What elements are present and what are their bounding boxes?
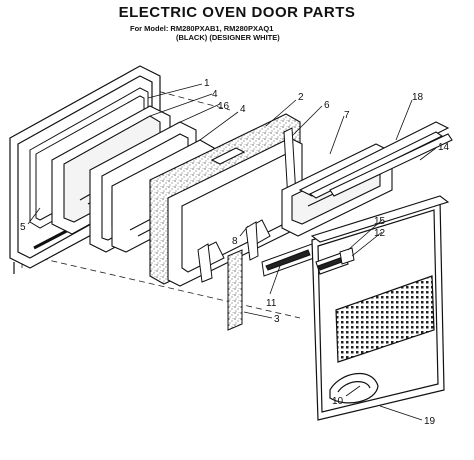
handle-trim-piece [261,243,315,277]
top-bracket [310,195,450,275]
top-trim [298,121,450,199]
diagram-title: ELECTRIC OVEN DOOR PARTS [118,4,356,21]
callout-numbers: 1 4 16 4 2 6 7 18 14 5 8 15 12 11 3 10 1… [20,78,450,427]
leader-lines [27,83,437,421]
callout-11: 11 [266,298,277,309]
callout-6: 6 [324,100,330,111]
callout-1: 1 [204,78,210,89]
callout-4-upper: 4 [212,89,218,100]
callout-18: 18 [412,92,424,103]
callout-3: 3 [274,314,280,325]
door-side-strip [227,249,243,331]
trim-strip [329,133,453,197]
callout-19: 19 [424,416,436,427]
model-caption: For Model: RM280PXAB1, RM280PXAQ1 (BLACK… [130,24,280,42]
hinge-brackets [197,219,271,283]
model-line: For Model: RM280PXAB1, RM280PXAQ1 [130,24,274,33]
callout-14: 14 [438,142,450,153]
callout-10: 10 [332,396,344,407]
latch-part [339,247,355,265]
callout-5: 5 [20,222,26,233]
callout-7: 7 [344,110,350,121]
callout-4-lower: 4 [240,104,246,115]
callout-8: 8 [232,236,238,247]
callout-15: 15 [374,216,386,227]
callout-2: 2 [298,92,304,103]
callout-16: 16 [218,101,230,112]
finish-line: (BLACK) (DESIGNER WHITE) [176,33,280,42]
callout-12: 12 [374,228,386,239]
